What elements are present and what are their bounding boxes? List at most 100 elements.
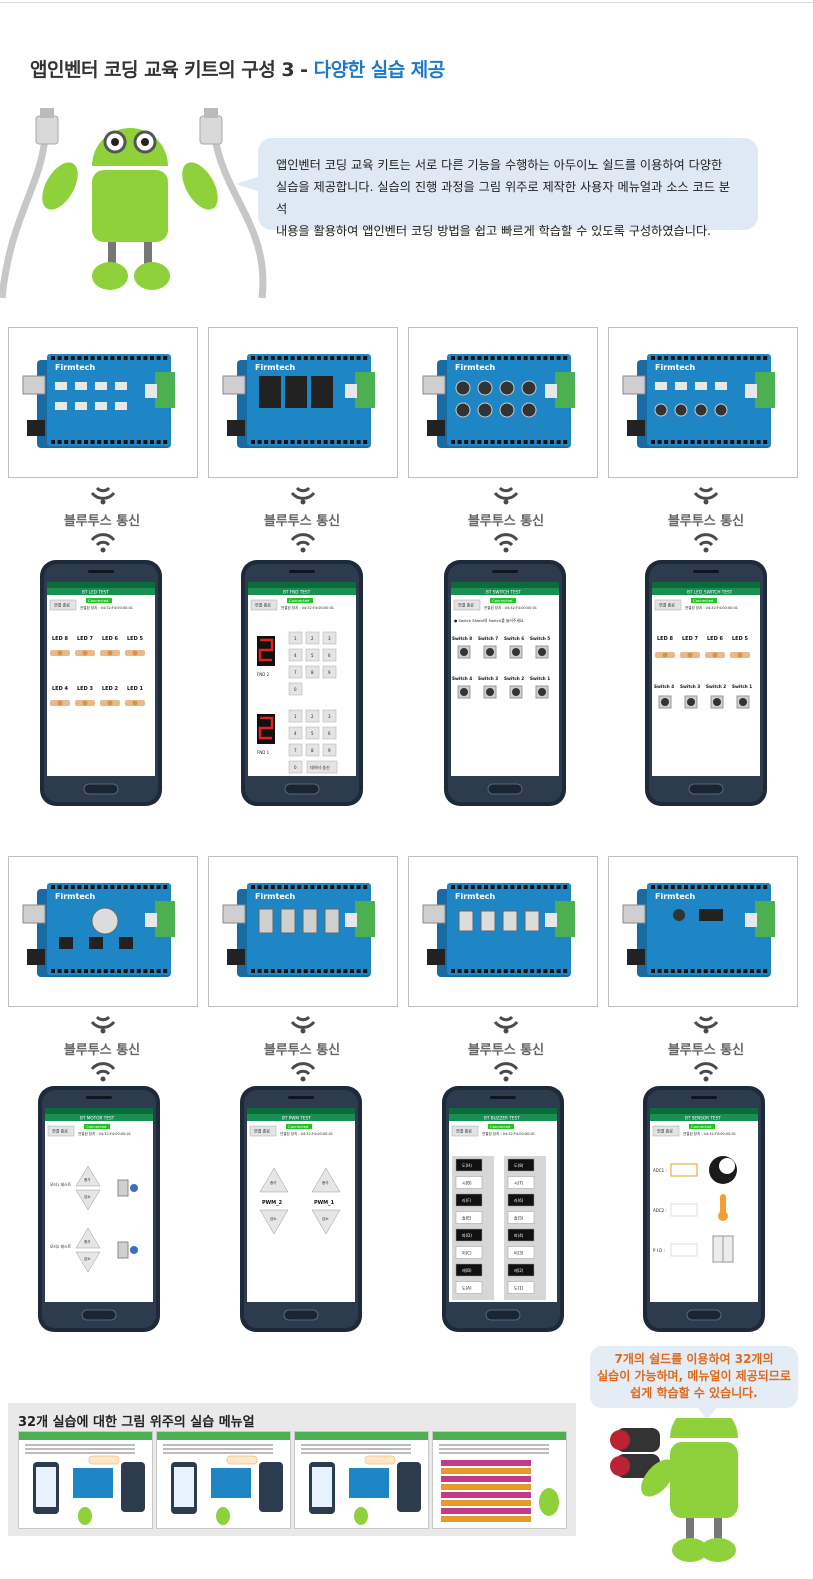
header-pin xyxy=(743,885,748,889)
wifi-up-icon xyxy=(490,532,522,554)
manual-header-bar xyxy=(19,1432,152,1440)
wifi-arc xyxy=(295,1069,311,1076)
wifi-arc xyxy=(698,540,714,547)
wifi-arc xyxy=(290,533,316,542)
status-bar xyxy=(47,582,155,588)
mascot-icon xyxy=(78,1507,92,1525)
app-titlebar xyxy=(247,1114,355,1121)
wifi-arcs xyxy=(693,1062,719,1082)
manual-header-bar xyxy=(157,1432,290,1440)
header-pin xyxy=(70,356,75,360)
fnd-key-label: 2 xyxy=(311,636,314,641)
header-pin xyxy=(457,440,462,444)
buzzer-key-label: 솔(5) xyxy=(514,1215,524,1221)
fnd-key xyxy=(322,665,337,679)
app-title: BT PWM TEST xyxy=(282,1116,311,1121)
wifi-arcs xyxy=(90,1015,116,1034)
wifi-down-icon xyxy=(287,1013,319,1035)
power-jack xyxy=(227,949,245,965)
header-pin xyxy=(457,969,462,973)
motor-label: 모터2 테스트 xyxy=(50,1244,72,1249)
switch-icon xyxy=(512,688,520,696)
header-pin xyxy=(703,356,708,360)
led-icon xyxy=(132,700,138,706)
header-pin xyxy=(51,969,55,973)
header-pin xyxy=(356,440,361,444)
header-pin xyxy=(330,440,335,444)
decrease-label: 감소 xyxy=(84,1194,91,1199)
board-card-motor-shield: Firmtech xyxy=(8,856,198,1007)
wifi-arcs xyxy=(493,533,519,553)
switch-icon xyxy=(460,648,468,656)
header-pin xyxy=(310,356,315,360)
switch-part xyxy=(521,402,537,418)
code-block xyxy=(441,1500,531,1506)
header-pin xyxy=(730,969,735,973)
manual-text-line xyxy=(163,1444,273,1446)
header-pin xyxy=(310,969,315,973)
header-pin xyxy=(556,440,561,444)
header-pin xyxy=(90,969,95,973)
header-pin xyxy=(336,356,341,360)
wifi-up-icon xyxy=(287,532,319,554)
header-pin xyxy=(110,440,115,444)
wifi-dot xyxy=(503,547,509,553)
header-pin xyxy=(103,356,108,360)
header-pin xyxy=(70,440,75,444)
header-pin xyxy=(97,969,102,973)
home-button xyxy=(284,783,320,795)
buzzer-key xyxy=(455,1193,483,1207)
header-pin xyxy=(677,356,682,360)
header-pin xyxy=(90,885,95,889)
buzzer-key xyxy=(507,1246,535,1259)
header-pin xyxy=(303,885,308,889)
decrease-label: 감소 xyxy=(84,1256,91,1261)
wifi-dot xyxy=(100,1076,106,1082)
wifi-arc xyxy=(95,540,111,547)
header-pin xyxy=(156,440,161,444)
manual-title: 32개 실습에 대한 그림 위주의 실습 메뉴얼 xyxy=(18,1415,255,1430)
speaker-grille xyxy=(86,1096,112,1099)
led-icon xyxy=(82,650,88,656)
switch-part xyxy=(455,380,471,396)
app-titlebar xyxy=(650,1114,758,1121)
code-block xyxy=(441,1460,531,1466)
device-address: 연결된 장치 : 04:32:F4:00:00:01 xyxy=(281,605,334,610)
header-pin xyxy=(470,885,475,889)
down-arrow-button xyxy=(311,1209,341,1235)
intro-line-3: 내용을 활용하여 앱인벤터 코딩 방법을 쉽고 빠르게 학습할 수 있도록 구성… xyxy=(276,224,712,238)
header-pin xyxy=(530,885,535,889)
wifi-arcs xyxy=(493,486,519,505)
header-pin xyxy=(284,356,288,360)
fnd-key-label: 6 xyxy=(328,731,331,736)
increase-label: 증가 xyxy=(270,1180,277,1185)
disconnect-label: 연결 종료 xyxy=(456,1128,472,1134)
header-pin xyxy=(163,356,168,360)
fnd-key xyxy=(305,665,320,679)
header-pin xyxy=(123,440,128,444)
phone-screen xyxy=(451,582,559,776)
wifi-dot xyxy=(300,1028,306,1034)
led-icon xyxy=(712,652,718,658)
header-pin xyxy=(303,969,308,973)
fnd-key xyxy=(322,743,337,757)
header-pin xyxy=(277,356,282,360)
header-pin xyxy=(77,356,82,360)
header-pin xyxy=(556,969,561,973)
switch-part xyxy=(654,403,668,417)
buzzer-key-label: 레(B) xyxy=(462,1267,472,1273)
manual-panel: 32개 실습에 대한 그림 위주의 실습 메뉴얼 xyxy=(8,1403,576,1536)
bluetooth-module xyxy=(555,901,575,937)
app-title: BT LED TEST xyxy=(82,590,109,595)
header-pin xyxy=(130,440,135,444)
switch-label: Switch 5 xyxy=(530,636,550,641)
pwm-label: PWM_1 xyxy=(314,1200,335,1206)
device-address: 연결된 장치 : 04:32:F4:00:00:01 xyxy=(484,605,537,610)
header-pin xyxy=(657,440,662,444)
buzzer-key xyxy=(507,1211,535,1224)
header-pin xyxy=(163,440,168,444)
switch-part xyxy=(521,380,537,396)
fnd-key-label: 5 xyxy=(311,731,314,736)
disconnect-button: 연결 종료 xyxy=(652,1125,680,1137)
